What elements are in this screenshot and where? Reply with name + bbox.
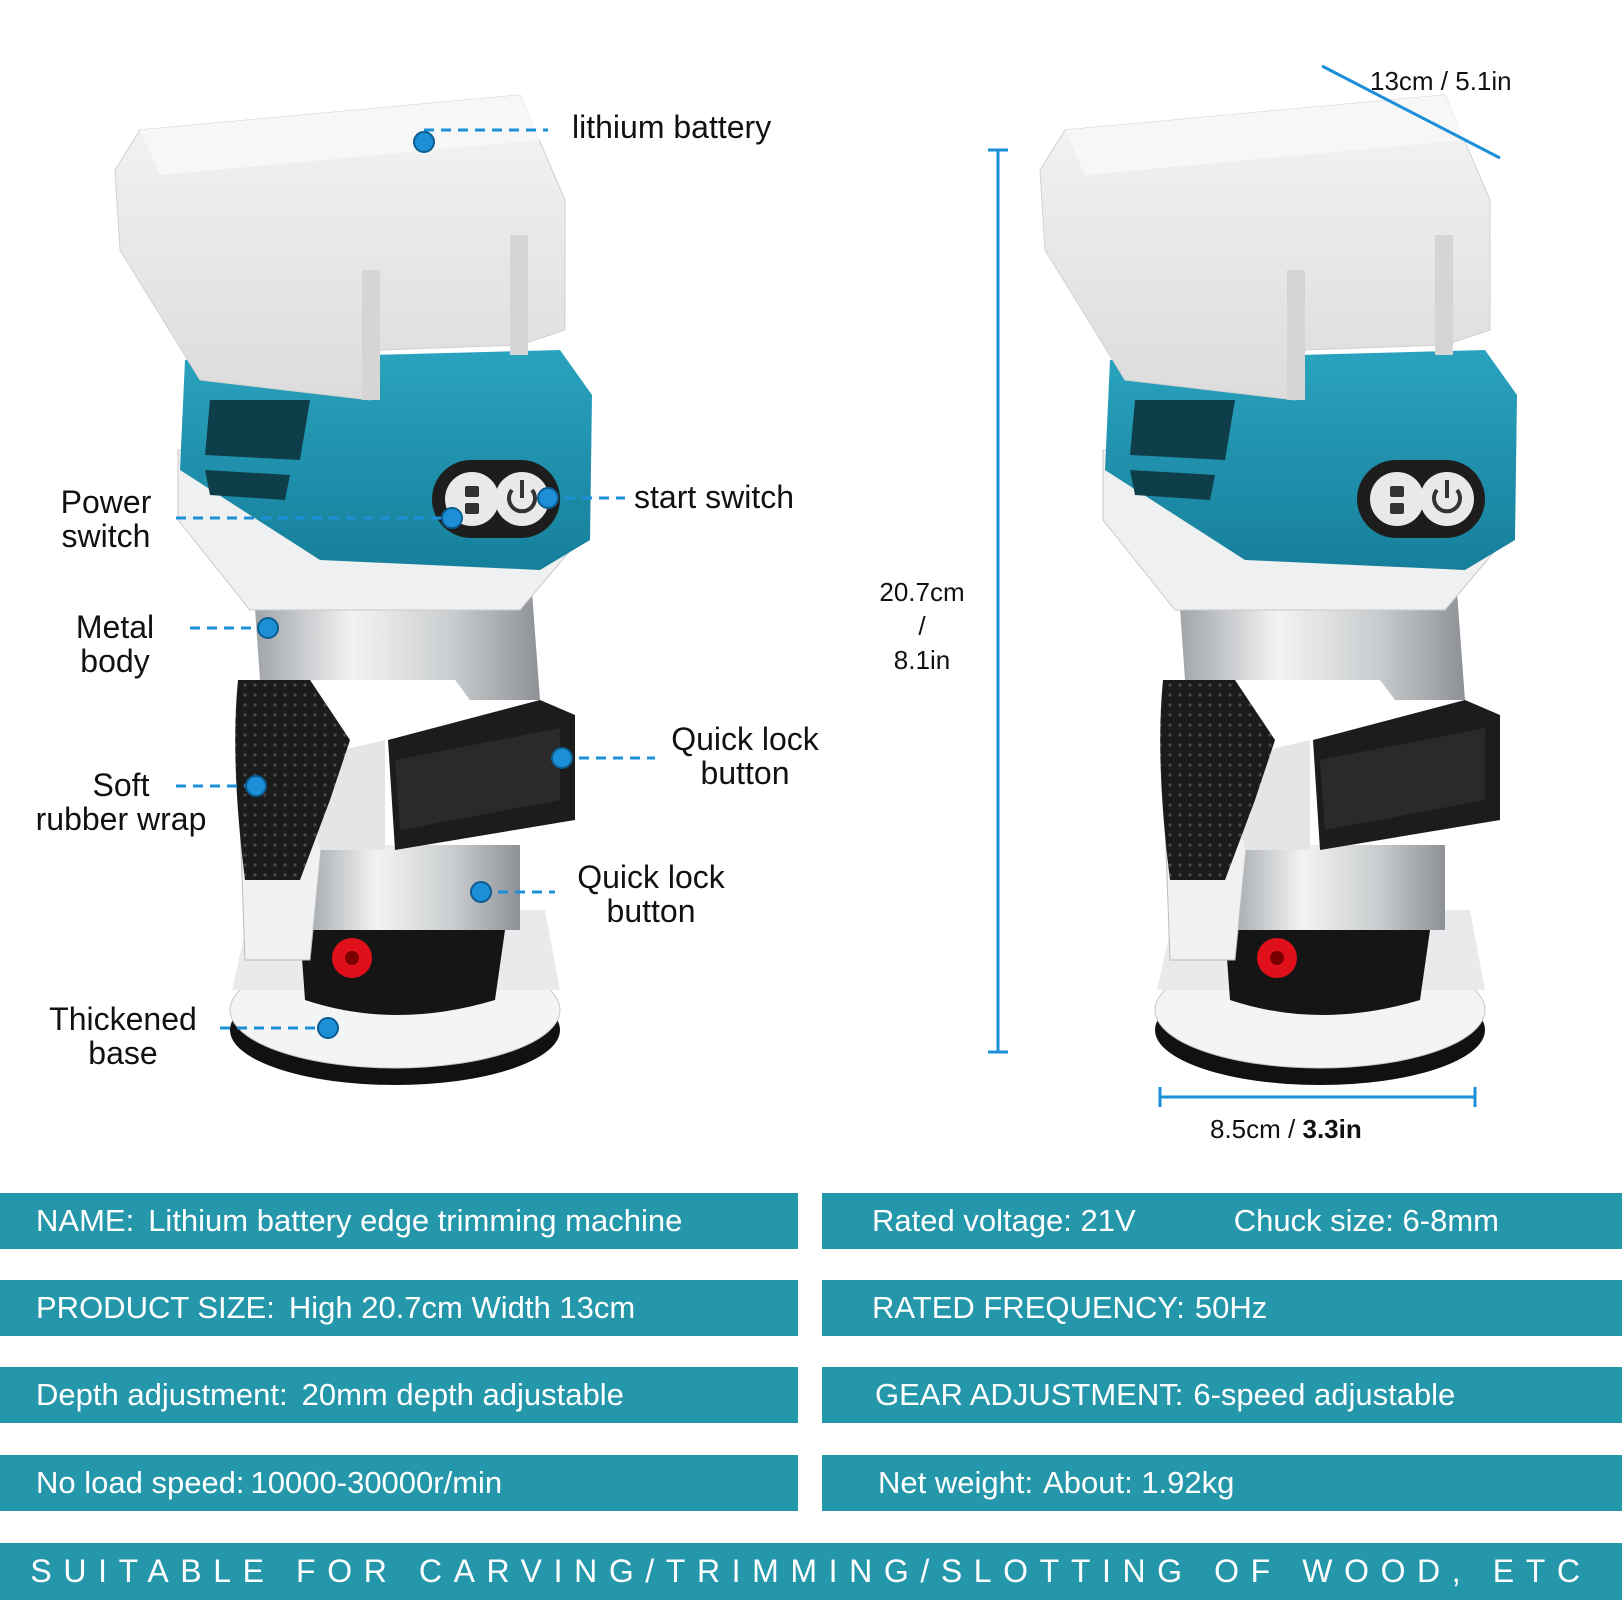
spec-weight: Net weight:About: 1.92kg xyxy=(822,1455,1622,1511)
label-quick-lock-button-lower: Quick lock button xyxy=(577,859,725,929)
router-tool-right xyxy=(1039,94,1517,1085)
label-metal-body: Metal body xyxy=(75,609,155,679)
dimension-lines xyxy=(988,64,1501,1107)
spec-chuck: Chuck size: 6-8mm xyxy=(1233,1203,1499,1238)
dimension-height: 20.7cm / 8.1in xyxy=(879,577,965,675)
label-soft-rubber-wrap: Soft rubber wrap xyxy=(35,767,207,837)
spec-depth: Depth adjustment:20mm depth adjustable xyxy=(0,1367,798,1423)
spec-voltage: Rated voltage: 21V xyxy=(872,1203,1136,1238)
label-quick-lock-button-upper: Quick lock button xyxy=(671,721,819,791)
label-start-switch: start switch xyxy=(634,479,795,515)
label-thickened-base: Thickened base xyxy=(49,1001,197,1071)
product-illustration xyxy=(114,64,1517,1107)
spec-speed: No load speed:10000-30000r/min xyxy=(0,1455,798,1511)
label-power-switch: Power switch xyxy=(60,484,152,554)
callout-dots xyxy=(245,131,573,1039)
dimension-width-top: 13cm / 5.1in xyxy=(1370,66,1512,96)
spec-name: NAME:Lithium battery edge trimming machi… xyxy=(0,1193,798,1249)
spec-product-size: PRODUCT SIZE:High 20.7cm Width 13cm xyxy=(0,1280,798,1336)
callout-markers xyxy=(176,128,655,1030)
spec-gear: GEAR ADJUSTMENT:6-speed adjustable xyxy=(822,1367,1622,1423)
spec-voltage-chuck: Rated voltage: 21V Chuck size: 6-8mm xyxy=(822,1193,1622,1249)
dimension-width-bottom: 8.5cm / 3.3in xyxy=(1210,1114,1362,1144)
spec-frequency: RATED FREQUENCY:50Hz xyxy=(822,1280,1622,1336)
footer-banner: SUITABLE FOR CARVING/TRIMMING/SLOTTING O… xyxy=(0,1543,1622,1600)
label-lithium-battery: lithium battery xyxy=(572,109,772,145)
router-tool-left xyxy=(114,94,592,1085)
